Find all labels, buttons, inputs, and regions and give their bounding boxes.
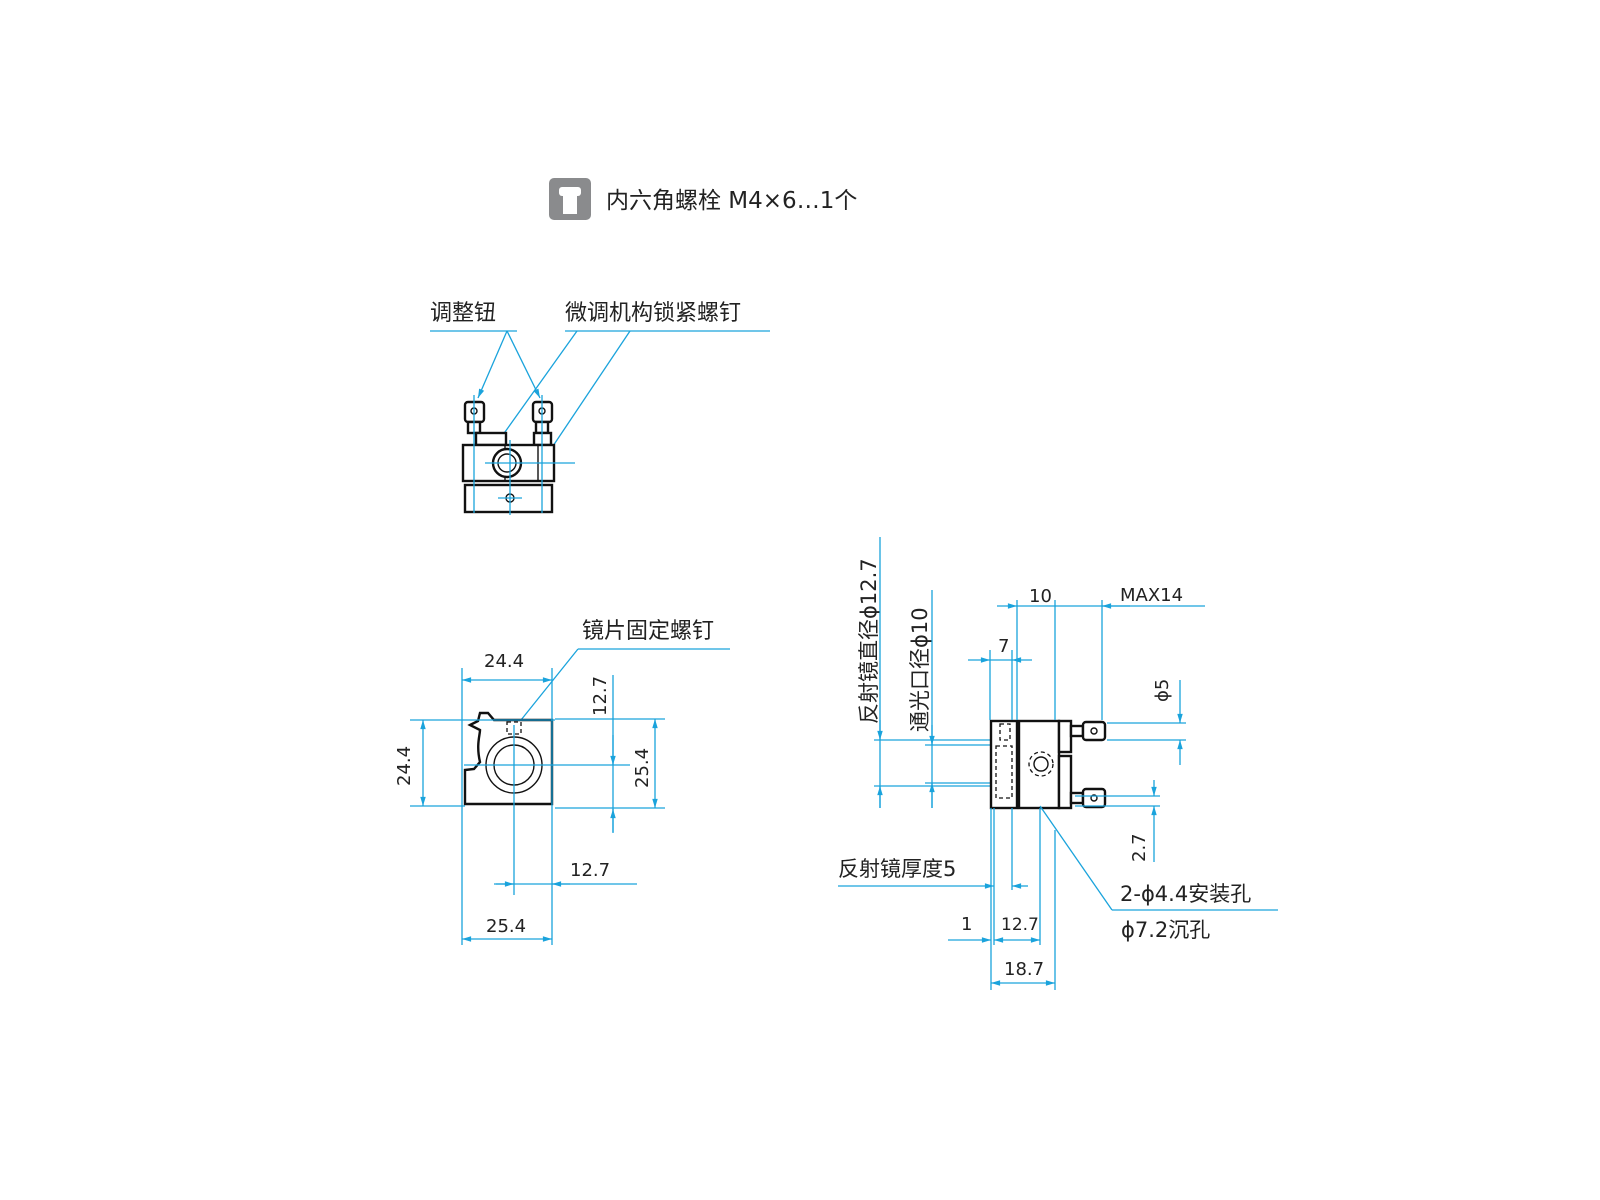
header-text: 内六角螺栓 M4×6…1个 (606, 188, 857, 214)
top-view: 调整钮 微调机构锁紧螺钉 (430, 301, 770, 515)
dim-phi5: ϕ5 (1152, 679, 1173, 702)
label-mount-hole: 2-ϕ4.4安装孔 (1120, 882, 1251, 906)
dim-10: 10 (1029, 586, 1052, 607)
label-mirror-thickness: 反射镜厚度5 (838, 857, 956, 881)
dim-7: 7 (998, 636, 1009, 657)
dim-center-h: 12.7 (570, 860, 610, 881)
dim-center-v: 12.7 (590, 676, 611, 716)
label-mirror-screw: 镜片固定螺钉 (582, 619, 714, 644)
label-adjust-knob: 调整钮 (430, 301, 496, 326)
label-lock-screw: 微调机构锁紧螺钉 (565, 301, 741, 326)
dim-2-7: 2.7 (1129, 833, 1150, 862)
hex-bolt-icon (549, 178, 591, 220)
label-aperture: 通光口径ϕ10 (908, 607, 932, 732)
dim-width-bottom: 25.4 (486, 916, 526, 937)
dim-max14: MAX14 (1120, 585, 1183, 606)
label-counterbore: ϕ7.2沉孔 (1121, 918, 1210, 942)
side-view: 反射镜直径ϕ12.7 通光口径ϕ10 10 M (838, 537, 1278, 990)
label-mirror-diameter: 反射镜直径ϕ12.7 (857, 558, 881, 724)
dim-height-left: 24.4 (394, 746, 415, 786)
header: 内六角螺栓 M4×6…1个 (549, 178, 857, 220)
dim-12-7: 12.7 (1001, 915, 1039, 935)
dim-18-7: 18.7 (1004, 959, 1044, 980)
dim-width-top: 24.4 (484, 651, 524, 672)
dim-1: 1 (961, 914, 972, 935)
dim-height-right: 25.4 (632, 748, 653, 788)
front-view: 镜片固定螺钉 24.4 24.4 12.7 25.4 12.7 25.4 (394, 619, 730, 945)
